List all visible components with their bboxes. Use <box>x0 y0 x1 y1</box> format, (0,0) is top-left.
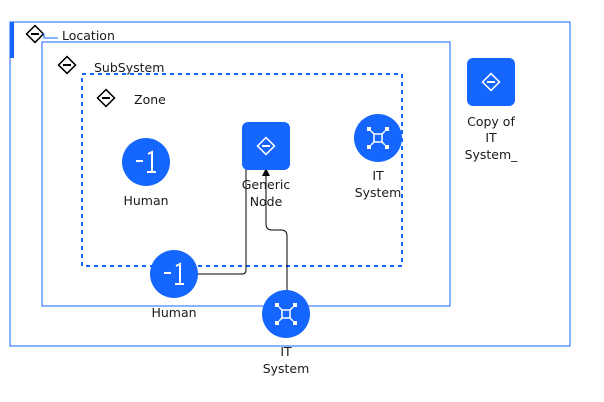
location-label: Location <box>62 28 115 43</box>
it-system-node-inner-shape[interactable] <box>354 114 402 162</box>
human-icon <box>136 150 156 173</box>
subsystem-icon <box>57 55 77 75</box>
it-system-node-outer-label-line-1: IT <box>280 344 292 359</box>
human-node-inner[interactable]: Human <box>122 138 170 208</box>
copy-of-it-system-label-line-2: IT <box>485 130 497 145</box>
human-node-outer-label: Human <box>151 305 196 320</box>
human-node-inner-shape[interactable] <box>122 138 170 186</box>
zone-container[interactable]: Zone <box>81 73 403 267</box>
it-system-node-outer[interactable]: IT System <box>262 290 310 376</box>
generic-node[interactable]: Generic Node <box>242 122 291 209</box>
generic-node-label-line-1: Generic <box>242 177 291 192</box>
diamond-minus-icon <box>256 136 276 156</box>
diamond-minus-icon <box>481 72 501 92</box>
generic-node-label-line-2: Node <box>250 194 283 209</box>
edge-human-to-generic-node[interactable] <box>196 136 250 275</box>
copy-of-it-system-node[interactable]: Copy of IT System_ <box>465 58 519 162</box>
copy-of-it-system-label-line-1: Copy of <box>467 114 515 129</box>
zone-icon <box>96 88 116 108</box>
subsystem-container[interactable]: SubSystem <box>41 41 451 307</box>
edge-it-system-to-generic-node[interactable] <box>262 168 288 292</box>
it-system-node-outer-shape[interactable] <box>262 290 310 338</box>
location-container[interactable]: Location <box>9 21 571 347</box>
it-system-node-inner-label-line-2: System <box>355 185 402 200</box>
human-icon <box>164 262 184 285</box>
location-label-tab <box>42 33 58 39</box>
human-node-outer-shape[interactable] <box>150 250 198 298</box>
copy-of-it-system-label-line-3: System_ <box>465 147 519 162</box>
human-node-inner-label: Human <box>123 193 168 208</box>
zone-label: Zone <box>134 92 166 107</box>
location-accent-bar <box>10 22 14 58</box>
subsystem-label: SubSystem <box>94 60 164 75</box>
network-icon <box>275 303 297 325</box>
it-system-node-inner[interactable]: IT System <box>354 114 402 200</box>
location-icon <box>25 24 45 44</box>
it-system-node-inner-label-line-1: IT <box>372 168 384 183</box>
network-icon <box>367 127 389 149</box>
human-node-outer[interactable]: Human <box>150 250 198 320</box>
it-system-node-outer-label-line-2: System <box>263 361 310 376</box>
